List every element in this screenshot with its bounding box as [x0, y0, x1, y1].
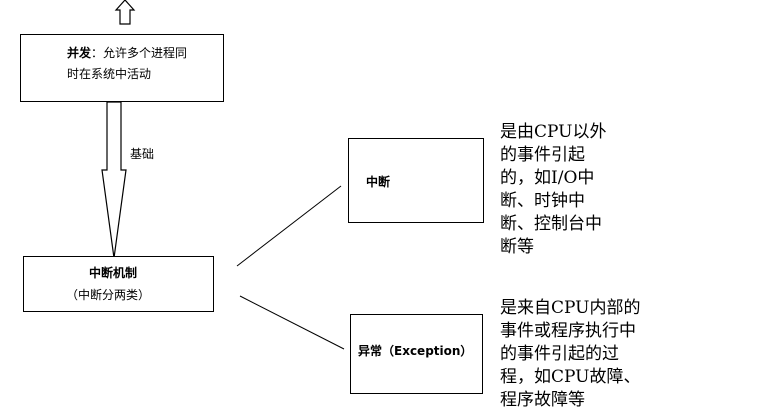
concurrency-label: 并发 [67, 46, 92, 60]
exception-description-line: 事件或程序执行中 [500, 321, 636, 341]
connector-to-exception [239, 295, 345, 350]
exception-box: 异常（Exception） [350, 314, 483, 394]
interrupt-label: 中断 [366, 175, 391, 189]
base-down-arrow [101, 101, 127, 259]
interrupt-mechanism-subtitle: （中断分两类） [66, 288, 151, 302]
interrupt-description-line: 断、控制台中 [500, 214, 602, 234]
interrupt-mechanism-title: 中断机制 [89, 266, 138, 280]
interrupt-description-line: 断、时钟中 [500, 191, 585, 211]
concurrency-box: 并发：允许多个进程同 时在系统中活动 [20, 34, 224, 102]
interrupt-description-line: 的事件引起 [500, 145, 585, 165]
connector-layer [101, 0, 345, 350]
concurrency-line-2: 时在系统中活动 [67, 67, 152, 81]
interrupt-box: 中断 [348, 138, 484, 223]
exception-description: 是来自CPU内部的 事件或程序执行中 的事件引起的过 程，如CPU故障、 程序故… [500, 297, 640, 412]
interrupt-description: 是由CPU以外 的事件引起 的，如I/O中 断、时钟中 断、控制台中 断等 [500, 121, 606, 259]
interrupt-description-line: 的，如I/O中 [500, 168, 595, 188]
exception-description-line: 的事件引起的过 [500, 344, 619, 364]
concurrency-line-1: 并发：允许多个进程同 [67, 46, 188, 60]
arrow-label: 基础 [130, 147, 155, 161]
top-up-arrow [114, 0, 136, 25]
exception-description-line: 程序故障等 [500, 390, 585, 410]
interrupt-description-line: 是由CPU以外 [500, 122, 607, 142]
exception-description-line: 程，如CPU故障、 [500, 367, 641, 387]
exception-description-line: 是来自CPU内部的 [500, 298, 641, 318]
exception-label: 异常（Exception） [358, 344, 473, 358]
interrupt-description-line: 断等 [500, 237, 534, 257]
interrupt-mechanism-box: 中断机制 （中断分两类） [23, 256, 214, 312]
connector-to-interrupt [236, 185, 342, 267]
